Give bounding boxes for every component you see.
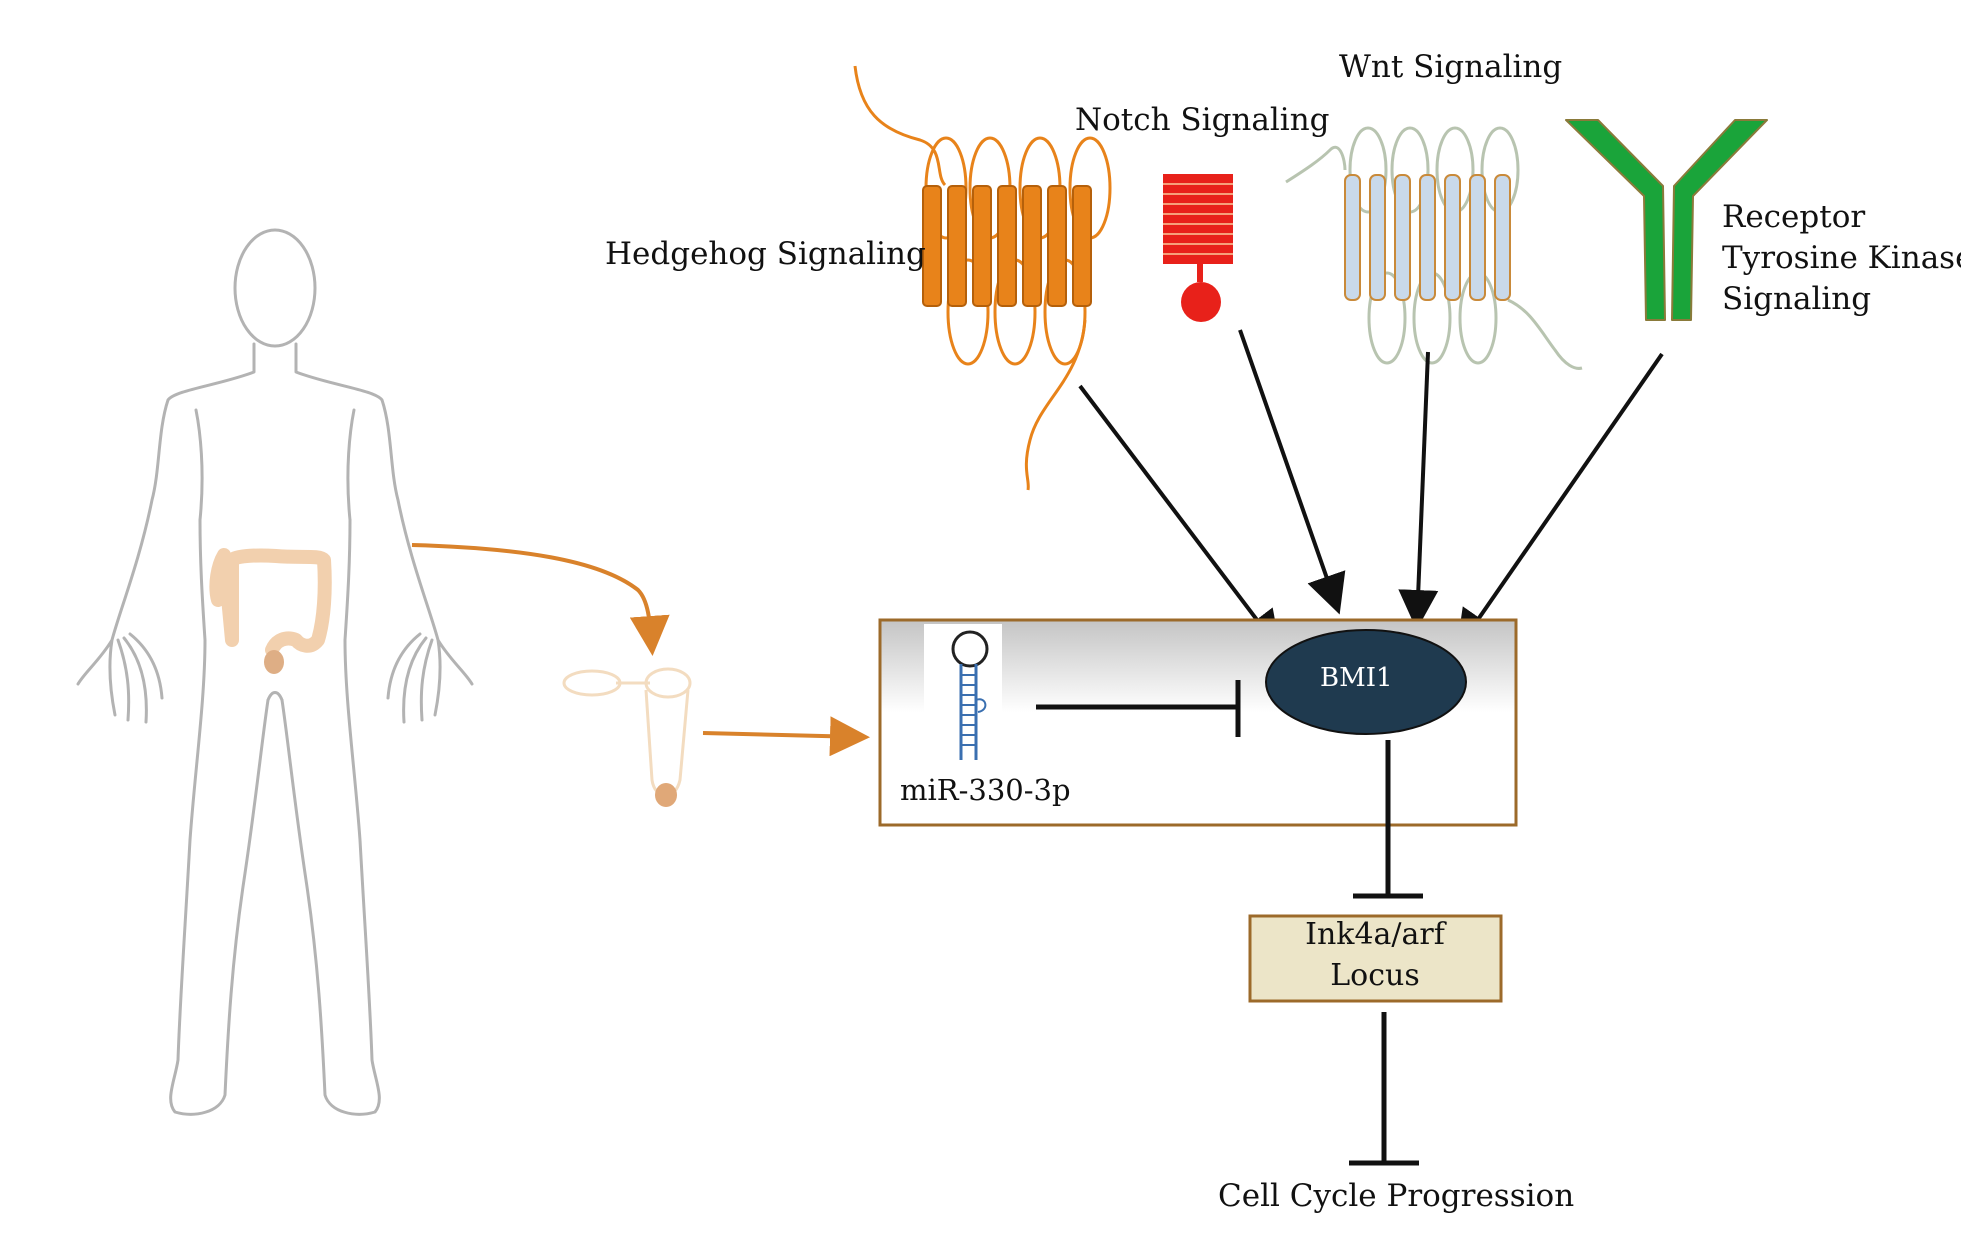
rtk-label: Receptor Tyrosine Kinase Signaling bbox=[1722, 197, 1961, 320]
wnt-receptor-icon bbox=[1285, 126, 1583, 370]
bmi1-node bbox=[1265, 629, 1467, 735]
cell-cycle-label: Cell Cycle Progression bbox=[1218, 1178, 1575, 1214]
locus-label-line2: Locus bbox=[1330, 958, 1420, 993]
bmi1-inhibits-locus bbox=[1353, 740, 1423, 899]
hedgehog-receptor-icon bbox=[853, 65, 1112, 491]
mirna-inhibits-bmi1 bbox=[1036, 680, 1241, 737]
mirna-label: miR-330-3p bbox=[900, 773, 1071, 807]
rtk-label-line2: Tyrosine Kinase bbox=[1722, 240, 1961, 276]
wnt-label: Wnt Signaling bbox=[1339, 49, 1563, 85]
rtk-label-line1: Receptor bbox=[1722, 199, 1866, 235]
locus-label: Ink4a/arf Locus bbox=[1248, 914, 1502, 996]
locus-inhibits-cell-cycle bbox=[1349, 1012, 1419, 1166]
rtk-label-line3: Signaling bbox=[1722, 281, 1872, 317]
wnt-to-bmi1-arrow bbox=[1398, 351, 1439, 630]
mirna-hairpin-icon bbox=[924, 624, 1002, 772]
colon-icon bbox=[209, 548, 332, 674]
notch-to-bmi1-arrow bbox=[1238, 329, 1346, 615]
hedgehog-label: Hedgehog Signaling bbox=[605, 236, 926, 272]
notch-label: Notch Signaling bbox=[1075, 102, 1330, 138]
activation-arrows bbox=[1078, 329, 1664, 652]
sample-tube-icon bbox=[562, 667, 692, 807]
rtk-to-bmi1-arrow bbox=[1456, 352, 1664, 651]
rtk-receptor-icon bbox=[1565, 119, 1768, 321]
bmi1-label: BMI1 bbox=[1320, 663, 1393, 693]
sample-collection-arrow bbox=[411, 543, 670, 656]
human-body-outline-icon bbox=[76, 228, 474, 1116]
notch-receptor-icon bbox=[1163, 174, 1233, 322]
hedgehog-to-bmi1-arrow bbox=[1078, 384, 1281, 652]
tube-to-box-arrow bbox=[702, 716, 870, 757]
locus-label-line1: Ink4a/arf bbox=[1305, 917, 1445, 952]
ink4a-arf-locus-box bbox=[1248, 914, 1503, 1003]
